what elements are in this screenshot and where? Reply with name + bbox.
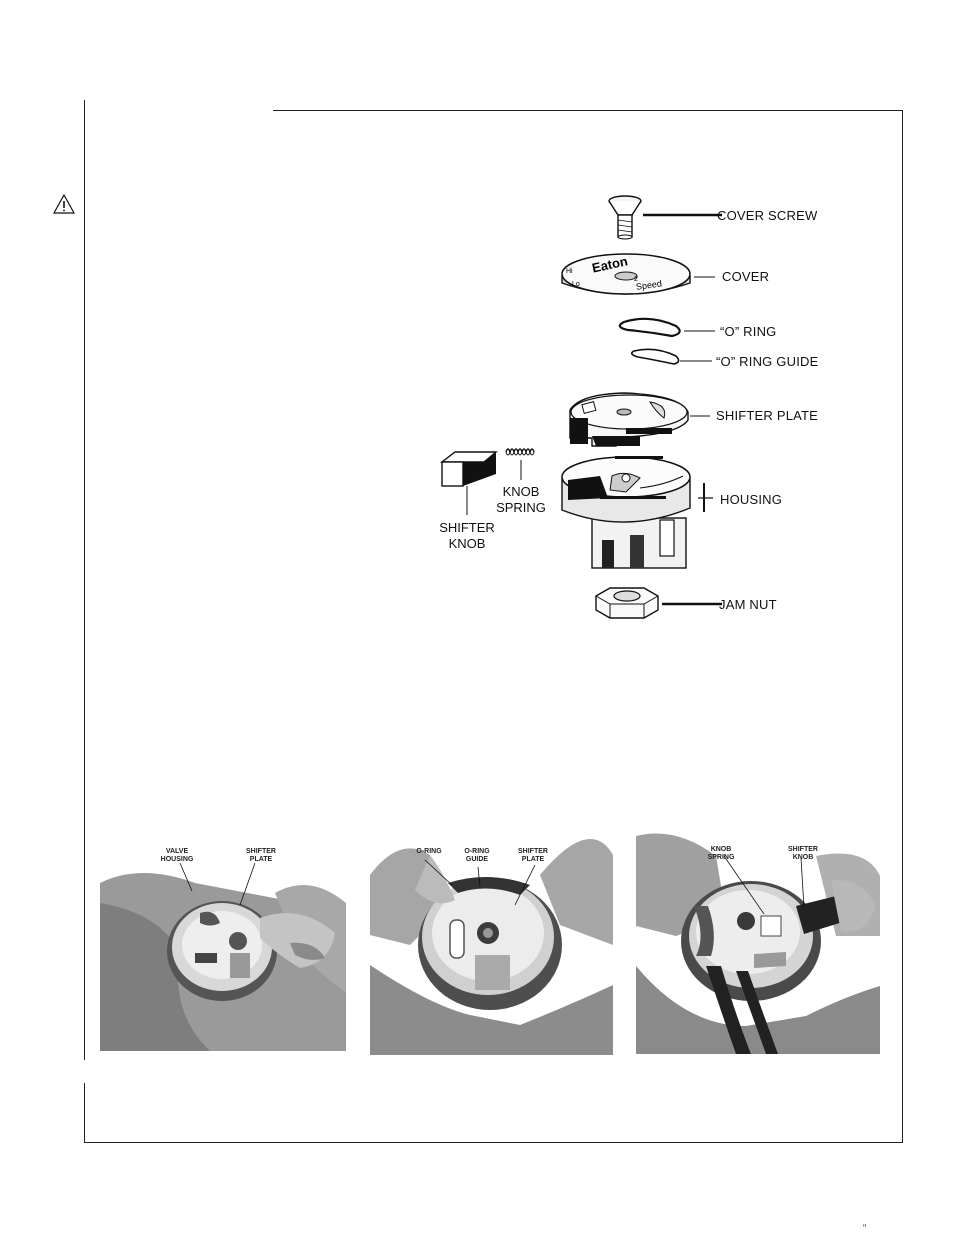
warning-icon <box>52 193 76 220</box>
label-jam-nut: JAM NUT <box>719 598 777 611</box>
label-cover-screw: COVER SCREW <box>717 209 817 222</box>
left-margin-rule <box>84 100 85 1060</box>
o-ring-guide-part <box>632 349 712 364</box>
housing-part <box>562 456 713 568</box>
label-shifter-plate: SHIFTER PLATE <box>716 409 818 422</box>
bottom-box-left-rule <box>84 1083 85 1143</box>
top-frame-rule <box>273 110 903 111</box>
page-mark: " <box>863 1224 866 1233</box>
label-housing: HOUSING <box>720 493 782 506</box>
svg-text:Hi: Hi <box>566 268 573 275</box>
shifter-plate-part <box>570 393 710 446</box>
cover-screw-part <box>609 196 722 239</box>
photo2-label-o-ring: O-RING <box>404 848 454 856</box>
knob-spring-part <box>506 449 534 480</box>
cover-part: Eaton Hi Lo Speed 2 <box>562 253 715 294</box>
label-knob-spring: KNOB SPRING <box>486 484 556 516</box>
photo-valve-housing <box>100 843 346 1051</box>
bottom-frame-rule <box>84 1142 903 1143</box>
o-ring-part <box>620 319 715 336</box>
svg-text:Lo: Lo <box>572 281 580 288</box>
photo-knob-spring <box>636 826 880 1054</box>
right-frame-rule <box>902 110 903 1143</box>
label-o-ring-guide: “O” RING GUIDE <box>716 355 818 368</box>
label-cover: COVER <box>722 270 769 283</box>
label-shifter-knob: SHIFTER KNOB <box>432 520 502 552</box>
svg-text:2: 2 <box>634 276 638 283</box>
label-o-ring: “O” RING <box>720 325 776 338</box>
exploded-view-diagram: Eaton Hi Lo Speed 2 <box>420 180 860 630</box>
jam-nut-part <box>596 588 722 618</box>
